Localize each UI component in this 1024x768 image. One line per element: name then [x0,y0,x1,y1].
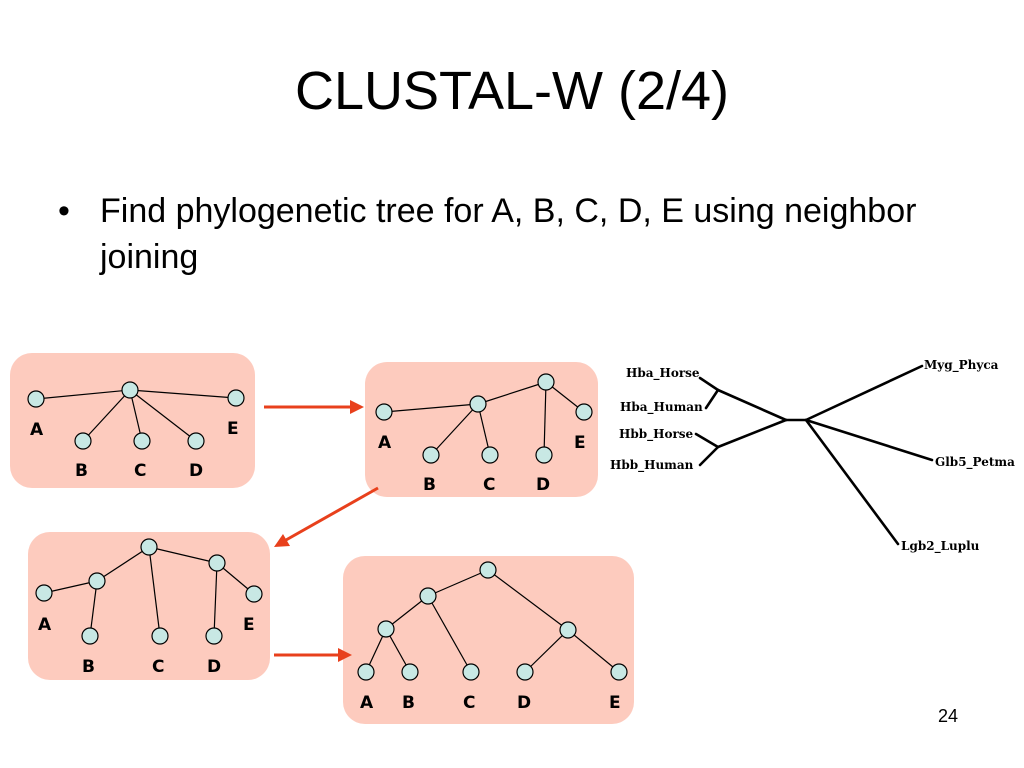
arrow-head [274,534,290,547]
tree-node [208,554,226,572]
tree-edges [35,389,237,442]
tree-node [422,446,440,464]
tree-node [205,627,223,645]
leaf-label-hba-human: Hba_Human [620,400,703,415]
leaf-label-glb5-petma: Glb5_Petma [935,455,1015,470]
unrooted-tree: Hba_Horse Hba_Human Hbb_Horse Hbb_Human … [610,358,1015,554]
tree-edges [383,381,585,456]
page-number: 24 [938,706,959,726]
arrow-panel1-to-panel2 [264,400,364,414]
leaf-label-b: B [402,693,415,713]
leaf-label-e: E [609,693,621,713]
leaf-label-lgb2-luplu: Lgb2_Luplu [901,539,980,554]
leaf-label-c: C [134,461,146,481]
leaf-label-a: A [30,420,44,440]
leaf-label-hbb-human: Hbb_Human [610,458,694,473]
leaf-label-e: E [574,433,586,453]
tree-node [357,663,375,681]
arrow-panel2-to-panel3 [274,486,379,547]
tree-node [121,381,139,399]
tree-node [575,403,593,421]
tree-node [559,621,577,639]
panel-background [343,556,634,724]
arrow-head [350,400,364,414]
arrow-shaft [285,486,379,542]
tree-node [419,587,437,605]
tree-node [27,390,45,408]
leaf-label-d: D [536,475,550,495]
tree-panel-3: A B C D E [28,532,270,680]
tree-nodes [375,373,593,464]
tree-node [479,561,497,579]
tree-node [151,627,169,645]
tree-node [377,620,395,638]
tree-panel-4: A B C D E [343,556,634,724]
tree-node [74,432,92,450]
tree-nodes [27,381,245,450]
leaf-label-d: D [517,693,531,713]
leaf-label-a: A [378,433,392,453]
tree-node [469,395,487,413]
tree-node [35,584,53,602]
panel-background [365,362,598,497]
leaf-label-e: E [243,615,255,635]
tree-node [535,446,553,464]
tree-node [227,389,245,407]
tree-node [88,572,106,590]
tree-panel-1: A B C D E [10,353,255,488]
tree-edges [43,546,255,637]
leaf-label-b: B [423,475,436,495]
arrow-head [338,648,352,662]
tree-node [537,373,555,391]
tree-node [81,627,99,645]
panel-background [10,353,255,488]
tree-nodes [357,561,628,681]
leaf-label-a: A [360,693,374,713]
leaf-label-c: C [463,693,475,713]
leaf-label-myg-phyca: Myg_Phyca [924,358,999,373]
tree-panel-2: A B C D E [365,362,598,497]
tree-nodes [35,538,263,645]
tree-node [133,432,151,450]
leaf-label-d: D [207,657,221,677]
arrow-panel3-to-panel4 [274,648,352,662]
leaf-label-hbb-horse: Hbb_Horse [619,427,694,442]
leaf-label-b: B [75,461,88,481]
tree-node [245,585,263,603]
tree-node [462,663,480,681]
tree-node [481,446,499,464]
leaf-label-a: A [38,615,52,635]
tree-node [375,403,393,421]
leaf-label-c: C [152,657,164,677]
tree-node [187,432,205,450]
leaf-label-e: E [227,419,239,439]
tree-node [401,663,419,681]
leaf-label-c: C [483,475,495,495]
leaf-label-b: B [82,657,95,677]
slide-title: CLUSTAL-W (2/4) [294,61,730,121]
leaf-label-d: D [189,461,203,481]
tree-node [516,663,534,681]
tree-node [140,538,158,556]
bullet-text: Find phylogenetic tree for A, B, C, D, E… [100,192,917,276]
unrooted-tree-edges [694,364,934,546]
leaf-label-hba-horse: Hba_Horse [626,366,700,381]
bullet-marker: • [58,192,70,230]
tree-node [610,663,628,681]
